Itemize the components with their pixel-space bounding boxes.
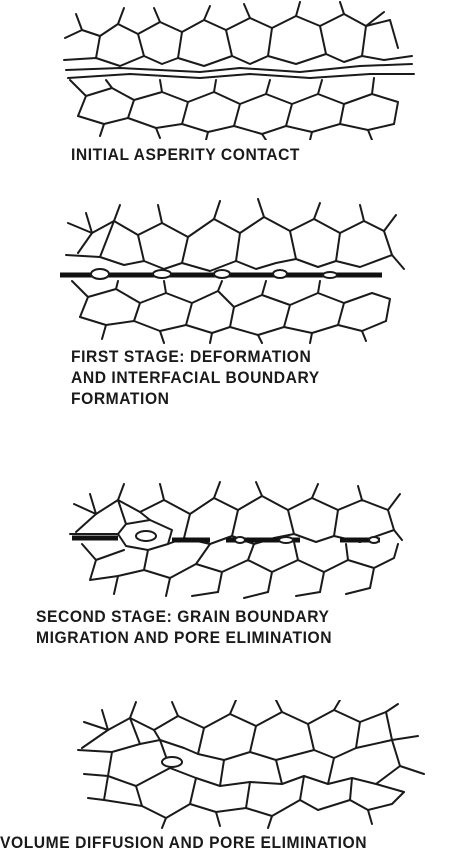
caption-volume-diffusion: VOLUME DIFFUSION AND PORE ELIMINATION bbox=[0, 832, 367, 853]
microstructure-second-stage bbox=[69, 481, 403, 599]
caption-line: AND INTERFACIAL BOUNDARY bbox=[71, 368, 320, 387]
caption-first-stage: FIRST STAGE: DEFORMATION AND INTERFACIAL… bbox=[71, 346, 320, 409]
caption-line: FORMATION bbox=[71, 389, 170, 408]
stage-volume-diffusion: VOLUME DIFFUSION AND PORE ELIMINATION bbox=[0, 700, 474, 856]
caption-line: VOLUME DIFFUSION AND PORE ELIMINATION bbox=[0, 833, 368, 852]
caption-initial-contact: INITIAL ASPERITY CONTACT bbox=[71, 144, 300, 165]
microstructure-volume-diffusion bbox=[77, 700, 425, 829]
caption-line: MIGRATION AND PORE ELIMINATION bbox=[36, 628, 333, 647]
microstructure-first-stage bbox=[60, 198, 405, 344]
caption-second-stage: SECOND STAGE: GRAIN BOUNDARY MIGRATION A… bbox=[36, 606, 332, 648]
stage-initial-contact: INITIAL ASPERITY CONTACT bbox=[0, 0, 474, 170]
stage-first: FIRST STAGE: DEFORMATION AND INTERFACIAL… bbox=[0, 195, 474, 415]
stage-second: SECOND STAGE: GRAIN BOUNDARY MIGRATION A… bbox=[0, 480, 474, 665]
microstructure-initial-contact bbox=[63, 1, 415, 140]
caption-line: INITIAL ASPERITY CONTACT bbox=[71, 145, 301, 164]
caption-line: FIRST STAGE: DEFORMATION bbox=[71, 347, 312, 366]
caption-line: SECOND STAGE: GRAIN BOUNDARY bbox=[36, 607, 330, 626]
